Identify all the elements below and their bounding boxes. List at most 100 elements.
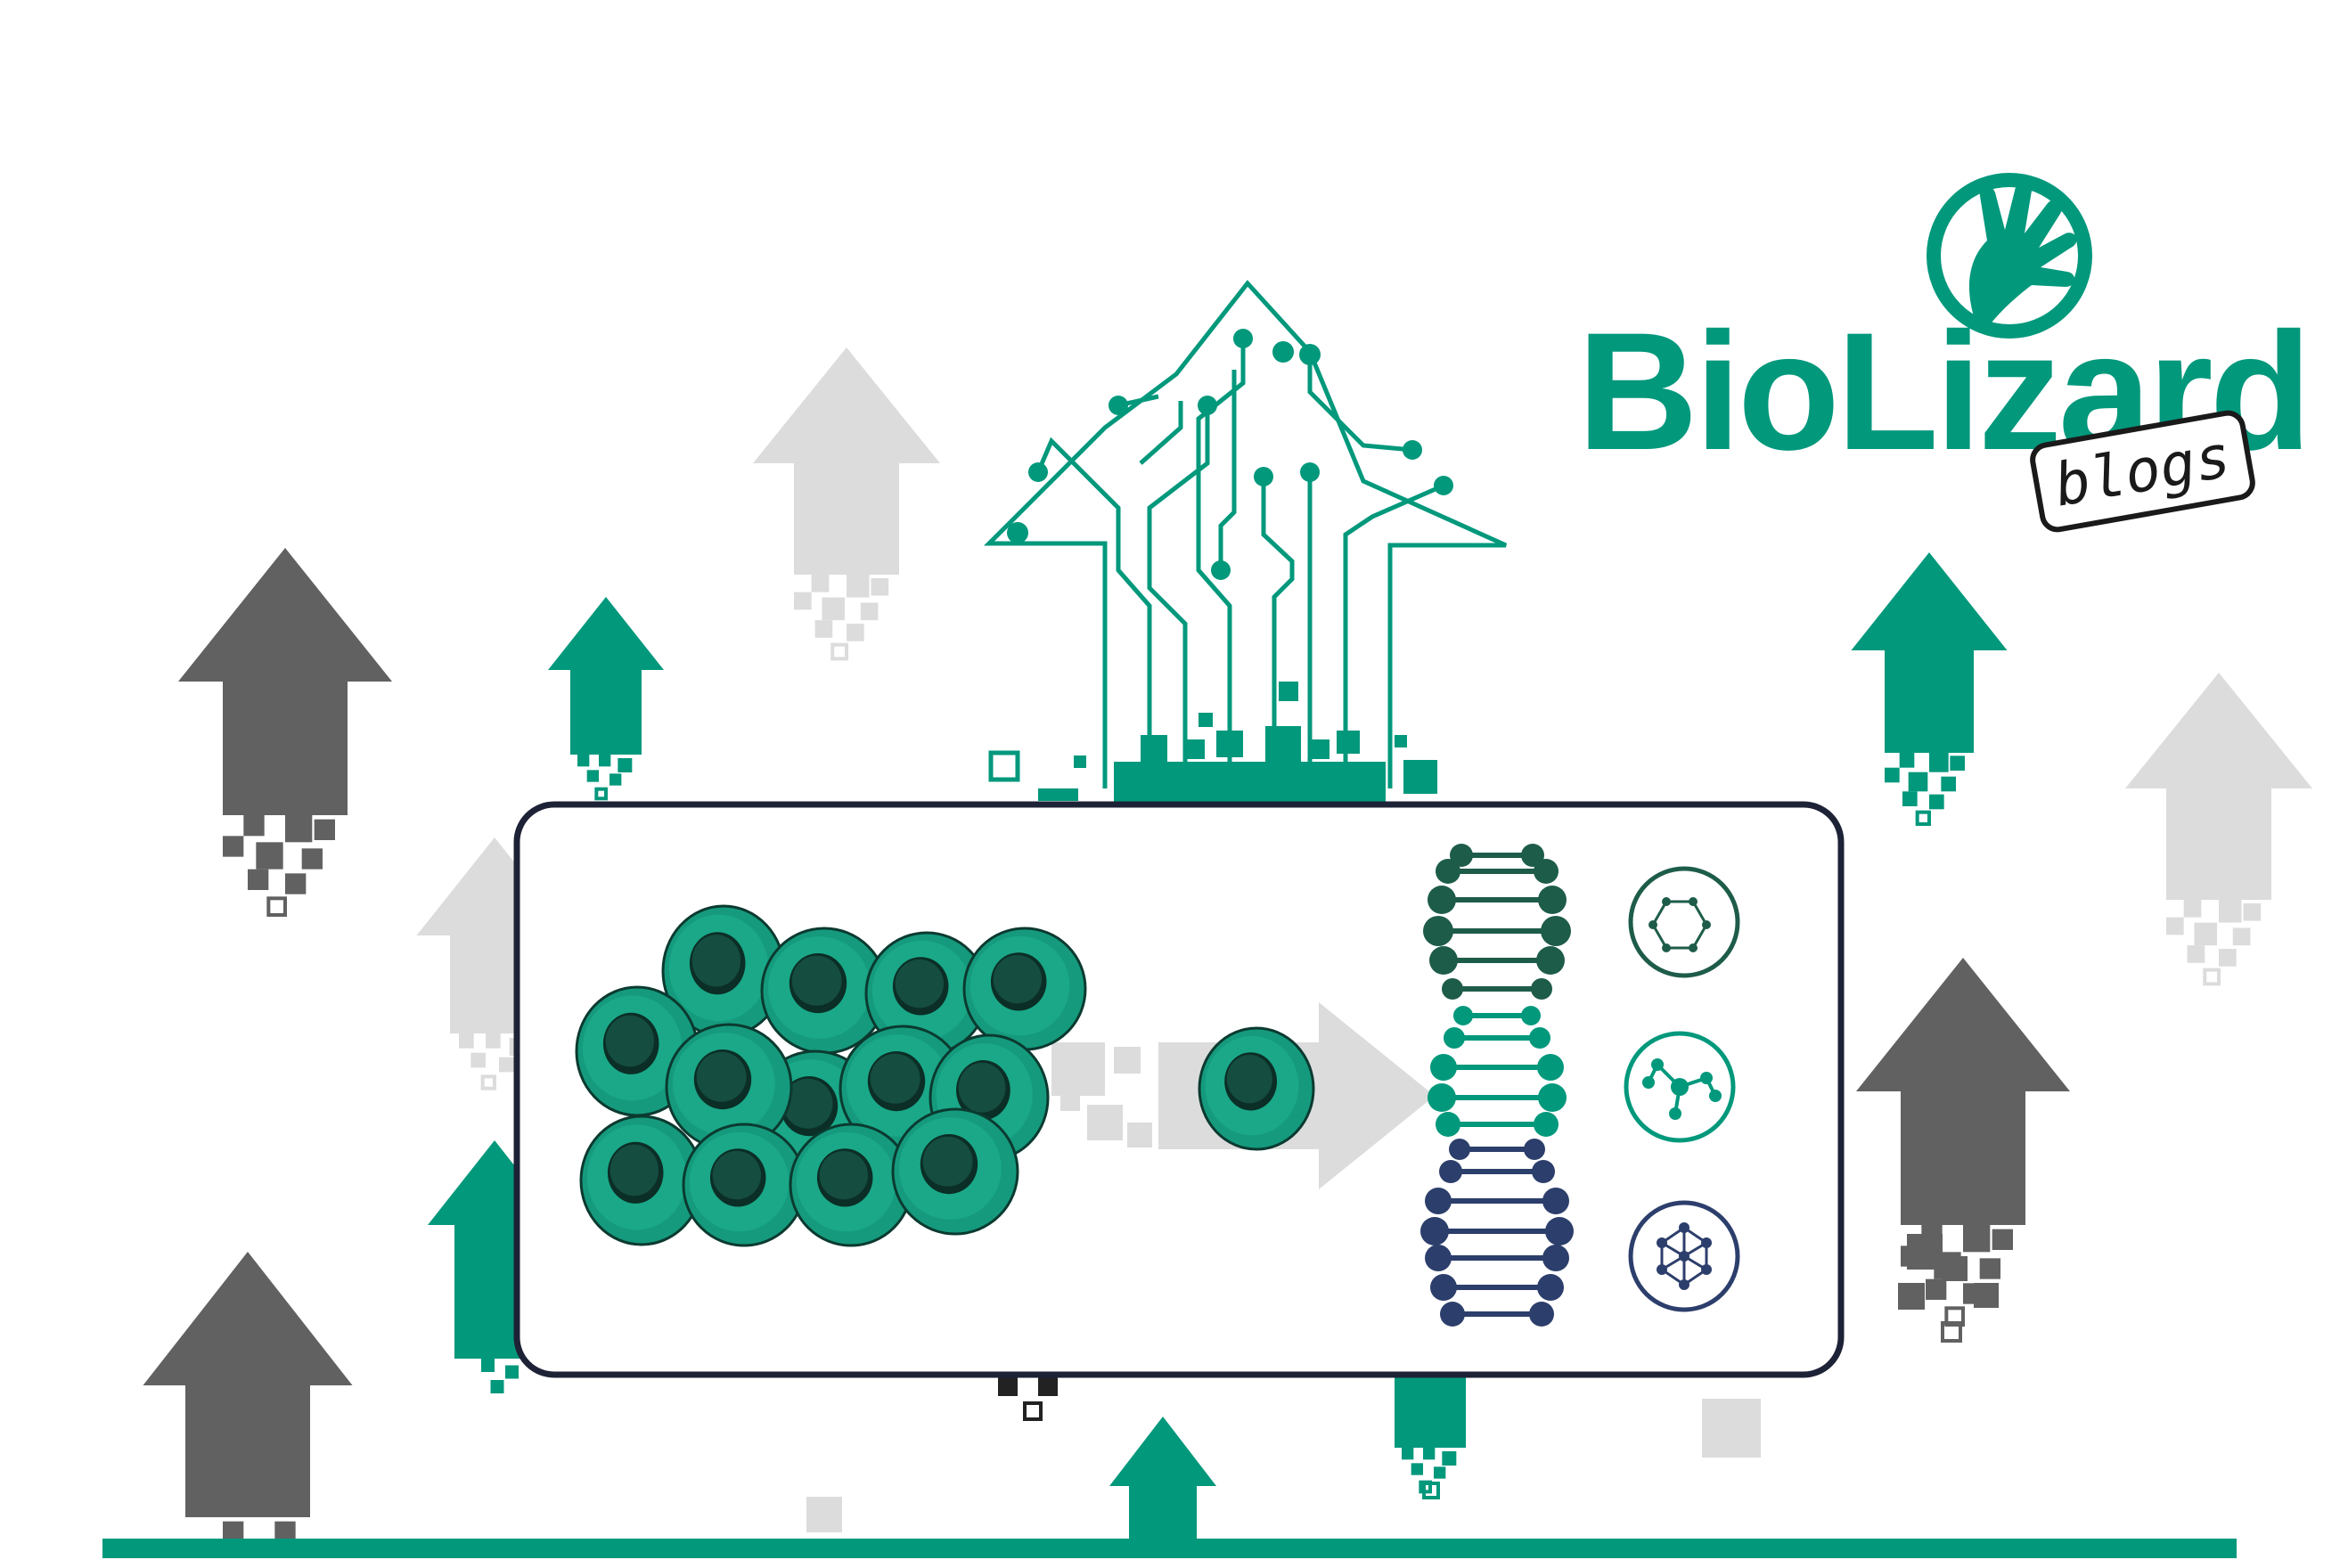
dna-node <box>1542 1188 1569 1214</box>
pixel-square <box>1411 1463 1423 1475</box>
circuit-arrow-icon <box>983 280 1508 804</box>
background-arrow-icon <box>143 1252 353 1542</box>
pixel-square <box>486 1033 501 1049</box>
molecule-bond <box>1651 924 1668 949</box>
molecule-atom <box>1701 1237 1712 1248</box>
pixel-square <box>1127 1123 1152 1147</box>
arrow-shape <box>1109 1417 1216 1539</box>
dna-node <box>1430 1274 1457 1301</box>
pixel-square <box>1434 1466 1446 1479</box>
cell <box>760 927 888 1055</box>
dna-node <box>1529 1302 1554 1327</box>
molecule-bond <box>1691 924 1708 949</box>
pixel-square <box>2219 949 2237 967</box>
pixel-square <box>2219 900 2242 923</box>
arrow-shape <box>2125 673 2312 900</box>
pixel-square <box>1898 1283 1925 1310</box>
circuit-trace <box>1218 370 1237 570</box>
pixel-square <box>871 577 889 596</box>
pixel-square <box>248 869 269 890</box>
molecule-atom <box>1702 920 1711 929</box>
pixel-square <box>243 815 265 837</box>
dna-node <box>1423 916 1453 946</box>
molecule-atom <box>1669 1107 1681 1120</box>
circuit-node <box>1254 467 1273 486</box>
cell-nucleus <box>696 1051 747 1102</box>
cell <box>661 904 786 1038</box>
molecule-atom <box>1649 920 1657 929</box>
dna-node <box>1521 844 1544 867</box>
pixel-square <box>1943 1256 1968 1281</box>
pixel-square <box>1060 1091 1080 1111</box>
pixel-square <box>847 624 864 641</box>
circuit-arrow-outline <box>983 280 1508 788</box>
cell-nucleus <box>782 1078 833 1129</box>
pixel-square <box>811 575 830 592</box>
pixel-square <box>988 750 1020 782</box>
molecule-atom <box>1662 943 1671 952</box>
crystal-molecule-icon <box>1628 1200 1740 1312</box>
pixel-square <box>1974 1283 1999 1308</box>
background-arrow-icon <box>753 347 940 661</box>
molecule-bond <box>1691 901 1708 926</box>
dna-node <box>1531 978 1552 1000</box>
pixel-square <box>594 787 608 801</box>
cell-nucleus <box>958 1062 1006 1113</box>
dna-node <box>1425 1188 1452 1214</box>
background-arrow-icon <box>1856 958 2070 1327</box>
pixel-square <box>1199 713 1213 727</box>
dna-node <box>1537 1274 1564 1301</box>
pixel-square <box>1023 1401 1043 1421</box>
pixel-square <box>499 1057 514 1073</box>
pixel-square <box>586 770 599 782</box>
pixel-square <box>480 1074 497 1090</box>
pixel-square <box>1702 1399 1761 1458</box>
cell <box>789 1123 913 1247</box>
molecule-atom <box>1689 943 1698 952</box>
pixel-square <box>1926 1278 1947 1300</box>
pixel-square <box>1950 755 1965 771</box>
pixel-square <box>1038 788 1078 801</box>
circuit-trace <box>1307 356 1413 453</box>
ground-line <box>102 1539 2237 1558</box>
pixel-square <box>814 620 833 638</box>
pixel-square <box>256 842 283 870</box>
pixel-square <box>285 815 313 843</box>
pixel-square <box>2183 900 2202 918</box>
network-molecule-icon <box>1624 1031 1736 1143</box>
pixel-square <box>1902 791 1918 806</box>
pixel-square <box>599 755 611 767</box>
pixel-square <box>266 896 288 917</box>
circuit-trace <box>1139 401 1183 465</box>
cell-nucleus <box>712 1150 762 1200</box>
pixel-square <box>274 1521 296 1542</box>
dna-node <box>1545 1217 1574 1245</box>
dna-node <box>1440 1302 1465 1327</box>
arrow-shape <box>548 597 664 755</box>
cell <box>962 927 1087 1051</box>
arrow-shape <box>753 347 940 575</box>
pixel-square <box>806 1497 842 1532</box>
cell <box>864 931 989 1056</box>
dna-node <box>1538 1083 1567 1112</box>
background-arrow-icon <box>548 597 664 801</box>
molecule-atom <box>1701 1264 1712 1275</box>
pixel-square <box>301 848 323 870</box>
cell <box>579 1115 704 1246</box>
background-arrow-icon <box>1109 1417 1216 1539</box>
pixel-square <box>1038 1376 1058 1396</box>
pixel-square <box>2166 917 2184 935</box>
pixel-square <box>505 1365 519 1379</box>
cell-nucleus <box>993 954 1043 1004</box>
single-cell-icon <box>1198 1026 1315 1151</box>
molecule-atom <box>1657 1237 1667 1248</box>
dna-node <box>1453 1006 1473 1025</box>
dna-node <box>1428 1083 1456 1112</box>
molecule-atom <box>1709 1090 1722 1102</box>
circuit-node <box>1007 522 1028 543</box>
pixel-square <box>618 758 633 772</box>
molecule-atom <box>1657 1264 1667 1275</box>
cell-nucleus <box>1226 1054 1272 1104</box>
circuit-node <box>1272 341 1294 363</box>
